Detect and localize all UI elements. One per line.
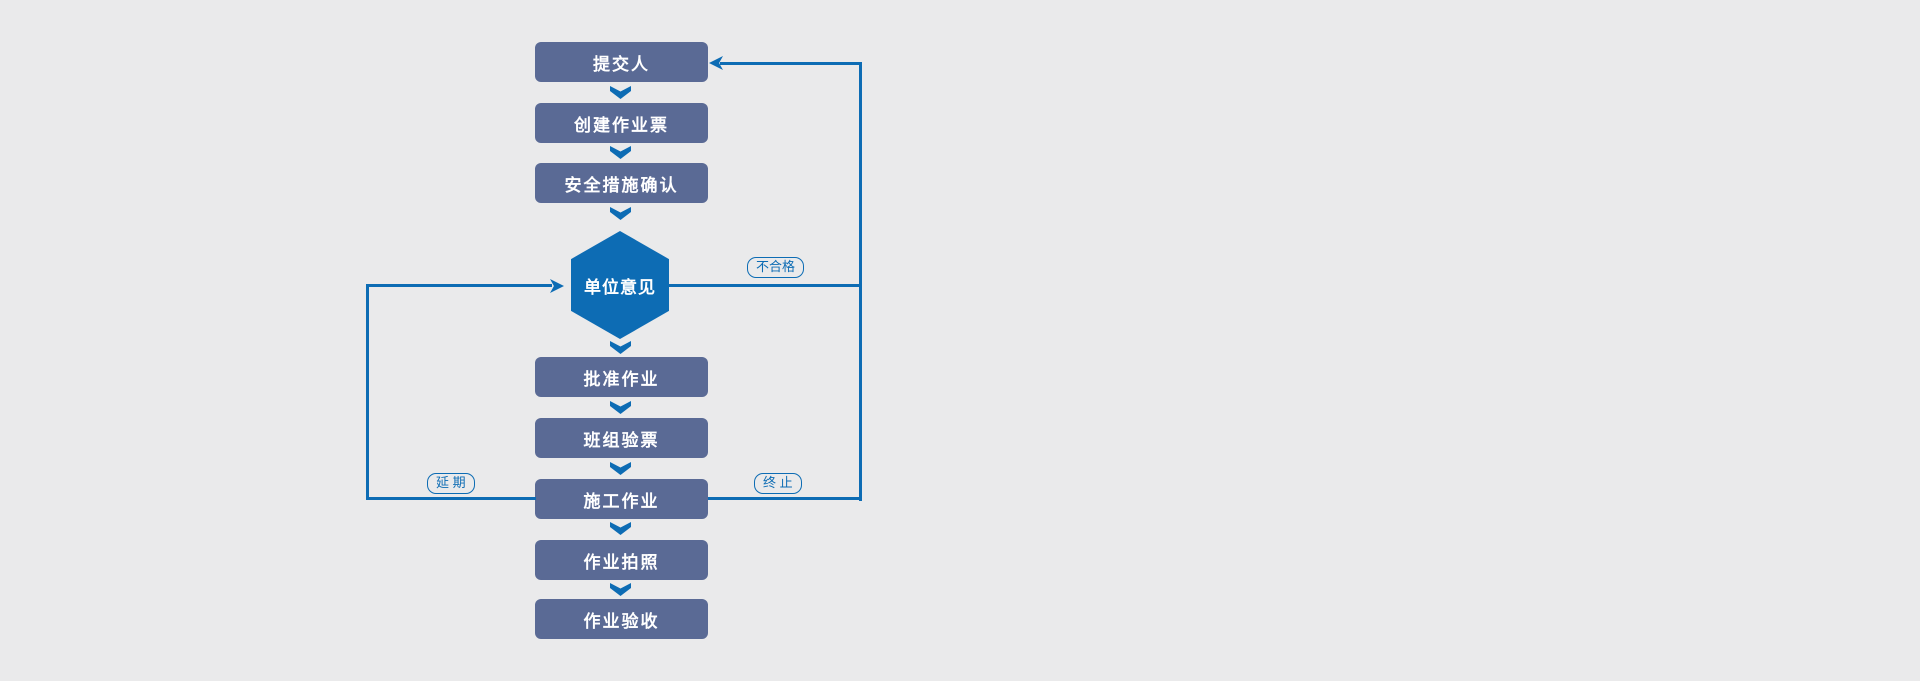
flow-node-submitter: 提交人 xyxy=(535,42,708,82)
chevron-down-icon xyxy=(610,207,631,220)
chevron-down-icon xyxy=(610,341,631,354)
edge-label-reject: 不合格 xyxy=(747,257,805,278)
arrow-right-icon xyxy=(550,279,564,293)
connector-return-to-submitter xyxy=(720,62,861,65)
chevron-down-icon xyxy=(610,522,631,535)
connector-terminate-from-construction xyxy=(708,497,862,500)
flow-node-work-acceptance: 作业验收 xyxy=(535,599,708,639)
connector-postpone-from-construction xyxy=(366,497,536,500)
flow-node-team-check: 班组验票 xyxy=(535,418,708,458)
decision-label: 单位意见 xyxy=(584,277,656,297)
flow-decision-node: 单位意见 xyxy=(571,231,669,339)
flow-node-safety-confirm: 安全措施确认 xyxy=(535,163,708,203)
flow-node-work-photo: 作业拍照 xyxy=(535,540,708,580)
connector-postpone-to-decision xyxy=(366,284,552,287)
edge-label-terminate: 终 止 xyxy=(754,473,802,494)
flow-node-construction: 施工作业 xyxy=(535,479,708,519)
chevron-down-icon xyxy=(610,401,631,414)
chevron-down-icon xyxy=(610,146,631,159)
edge-label-postpone: 延 期 xyxy=(427,473,475,494)
connector-left-vertical xyxy=(366,284,369,500)
flow-node-create-ticket: 创建作业票 xyxy=(535,103,708,143)
connector-right-vertical xyxy=(859,62,862,501)
chevron-down-icon xyxy=(610,583,631,596)
flow-node-approve-work: 批准作业 xyxy=(535,357,708,397)
connector-reject-from-decision xyxy=(668,284,861,287)
chevron-down-icon xyxy=(610,462,631,475)
chevron-down-icon xyxy=(610,86,631,99)
